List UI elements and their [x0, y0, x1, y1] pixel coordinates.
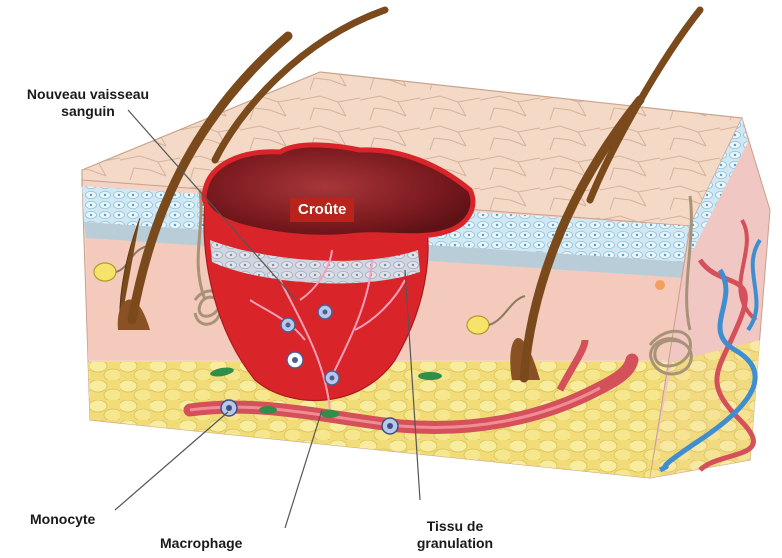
fibroblast-2: [418, 372, 442, 380]
label-scab: Croûte: [290, 198, 354, 222]
label-granulation-line2: granulation: [400, 535, 510, 552]
label-new-blood-vessel: Nouveau vaisseau sanguin: [8, 86, 168, 120]
side-nerve-node: [655, 280, 665, 290]
label-new-blood-vessel-line2: sanguin: [8, 103, 168, 120]
label-granulation-tissue: Tissu de granulation: [400, 518, 510, 552]
label-granulation-line1: Tissu de: [400, 518, 510, 535]
label-macrophage: Macrophage: [160, 535, 280, 552]
sebaceous-gland-left: [94, 263, 116, 281]
label-monocyte: Monocyte: [30, 511, 130, 528]
label-new-blood-vessel-line1: Nouveau vaisseau: [8, 86, 168, 103]
sebaceous-gland-right: [467, 316, 489, 334]
